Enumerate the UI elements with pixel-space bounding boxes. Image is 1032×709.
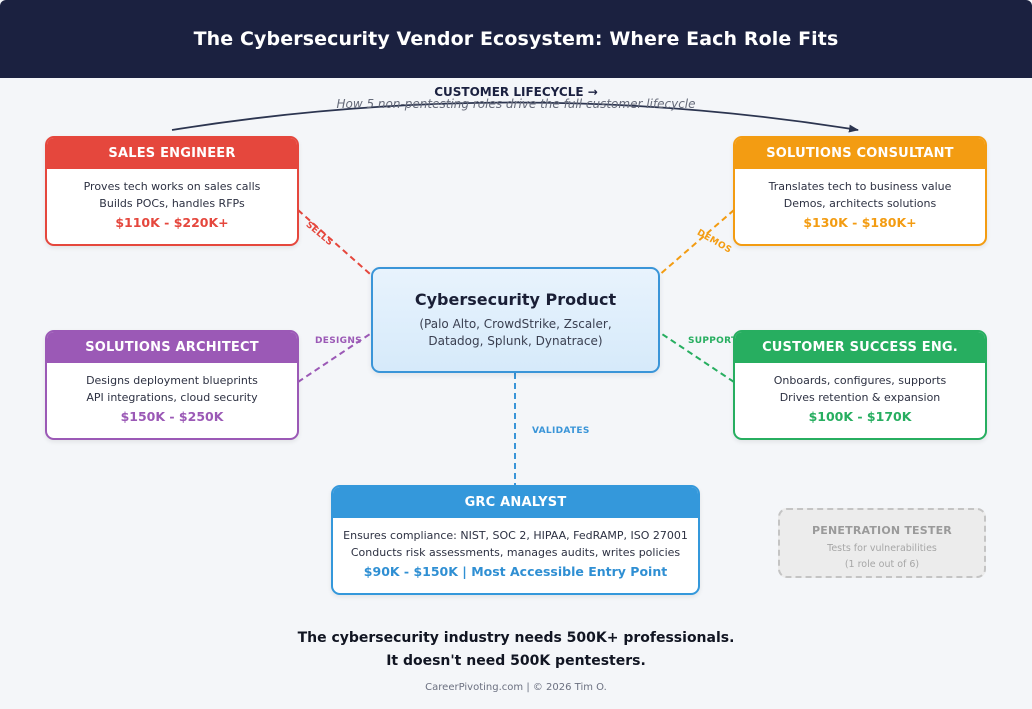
connector-designs: [297, 331, 374, 383]
salary-range: $90K - $150K | Most Accessible Entry Poi…: [363, 564, 668, 579]
label-support: SUPPORT: [688, 336, 738, 346]
card-penetration-tester: PENETRATION TESTER Tests for vulnerabili…: [778, 508, 986, 578]
lifecycle-title: CUSTOMER LIFECYCLE →: [434, 85, 598, 99]
card-customer-success: CUSTOMER SUCCESS ENG. Onboards, configur…: [733, 330, 987, 440]
card-line-2: Demos, architects solutions: [783, 197, 937, 210]
card-header: SOLUTIONS ARCHITECT: [47, 332, 297, 363]
card-title: SALES ENGINEER: [108, 146, 236, 161]
card-line-2: Drives retention & expansion: [779, 391, 941, 404]
lifecycle-subtitle: How 5 non-pentesting roles drive the ful…: [336, 97, 696, 111]
card-title: CUSTOMER SUCCESS ENG.: [762, 340, 958, 355]
connector-demos: [649, 209, 735, 284]
card-line-1: Designs deployment blueprints: [86, 374, 258, 387]
card-solutions-architect: SOLUTIONS ARCHITECT Designs deployment b…: [45, 330, 299, 440]
card-solutions-consultant: SOLUTIONS CONSULTANT Translates tech to …: [733, 136, 987, 246]
footer-message: The cybersecurity industry needs 500K+ p…: [0, 627, 1032, 673]
pentester-title: PENETRATION TESTER: [812, 524, 952, 537]
card-line-2: Builds POCs, handles RFPs: [99, 197, 245, 210]
product-vendors-line-1: (Palo Alto, CrowdStrike, Zscaler,: [419, 317, 612, 331]
footer-credit: CareerPivoting.com | © 2026 Tim O.: [425, 682, 607, 693]
card-line-2: API integrations, cloud security: [86, 391, 258, 404]
card-grc-analyst: GRC ANALYST Ensures compliance: NIST, SO…: [331, 485, 700, 595]
label-designs: DESIGNS: [315, 336, 362, 346]
card-sales-engineer: SALES ENGINEER Proves tech works on sale…: [45, 136, 299, 246]
label-validates: VALIDATES: [532, 426, 590, 436]
card-title: GRC ANALYST: [464, 495, 567, 510]
salary-range: $150K - $250K: [120, 409, 224, 424]
connector-support: [658, 331, 735, 383]
card-header: GRC ANALYST: [333, 487, 698, 518]
card-line-1: Ensures compliance: NIST, SOC 2, HIPAA, …: [343, 529, 688, 542]
lifecycle-arrow: [171, 101, 859, 133]
salary-range: $100K - $170K: [808, 409, 912, 424]
product-vendors-line-2: Datadog, Splunk, Dynatrace): [428, 334, 603, 348]
card-title: SOLUTIONS CONSULTANT: [766, 146, 954, 161]
title-bar: The Cybersecurity Vendor Ecosystem: Wher…: [0, 0, 1032, 78]
salary-range: $110K - $220K+: [115, 215, 229, 230]
card-title: SOLUTIONS ARCHITECT: [85, 340, 259, 355]
card-header: SOLUTIONS CONSULTANT: [735, 138, 985, 169]
footer-line-1: The cybersecurity industry needs 500K+ p…: [297, 630, 735, 646]
card-header: SALES ENGINEER: [47, 138, 297, 169]
pentester-line-2: (1 role out of 6): [844, 559, 920, 570]
product-box: Cybersecurity Product (Palo Alto, CrowdS…: [371, 267, 660, 373]
card-header: CUSTOMER SUCCESS ENG.: [735, 332, 985, 363]
card-line-1: Onboards, configures, supports: [773, 374, 947, 387]
page-title: The Cybersecurity Vendor Ecosystem: Wher…: [193, 28, 839, 50]
card-line-2: Conducts risk assessments, manages audit…: [350, 546, 681, 559]
product-title: Cybersecurity Product: [414, 290, 617, 309]
footer-line-2: It doesn't need 500K pentesters.: [386, 653, 646, 669]
card-line-1: Proves tech works on sales calls: [83, 180, 261, 193]
pentester-line-1: Tests for vulnerabilities: [827, 543, 937, 554]
connector-sells: [297, 209, 380, 283]
salary-range: $130K - $180K+: [803, 215, 917, 230]
card-line-1: Translates tech to business value: [768, 180, 952, 193]
